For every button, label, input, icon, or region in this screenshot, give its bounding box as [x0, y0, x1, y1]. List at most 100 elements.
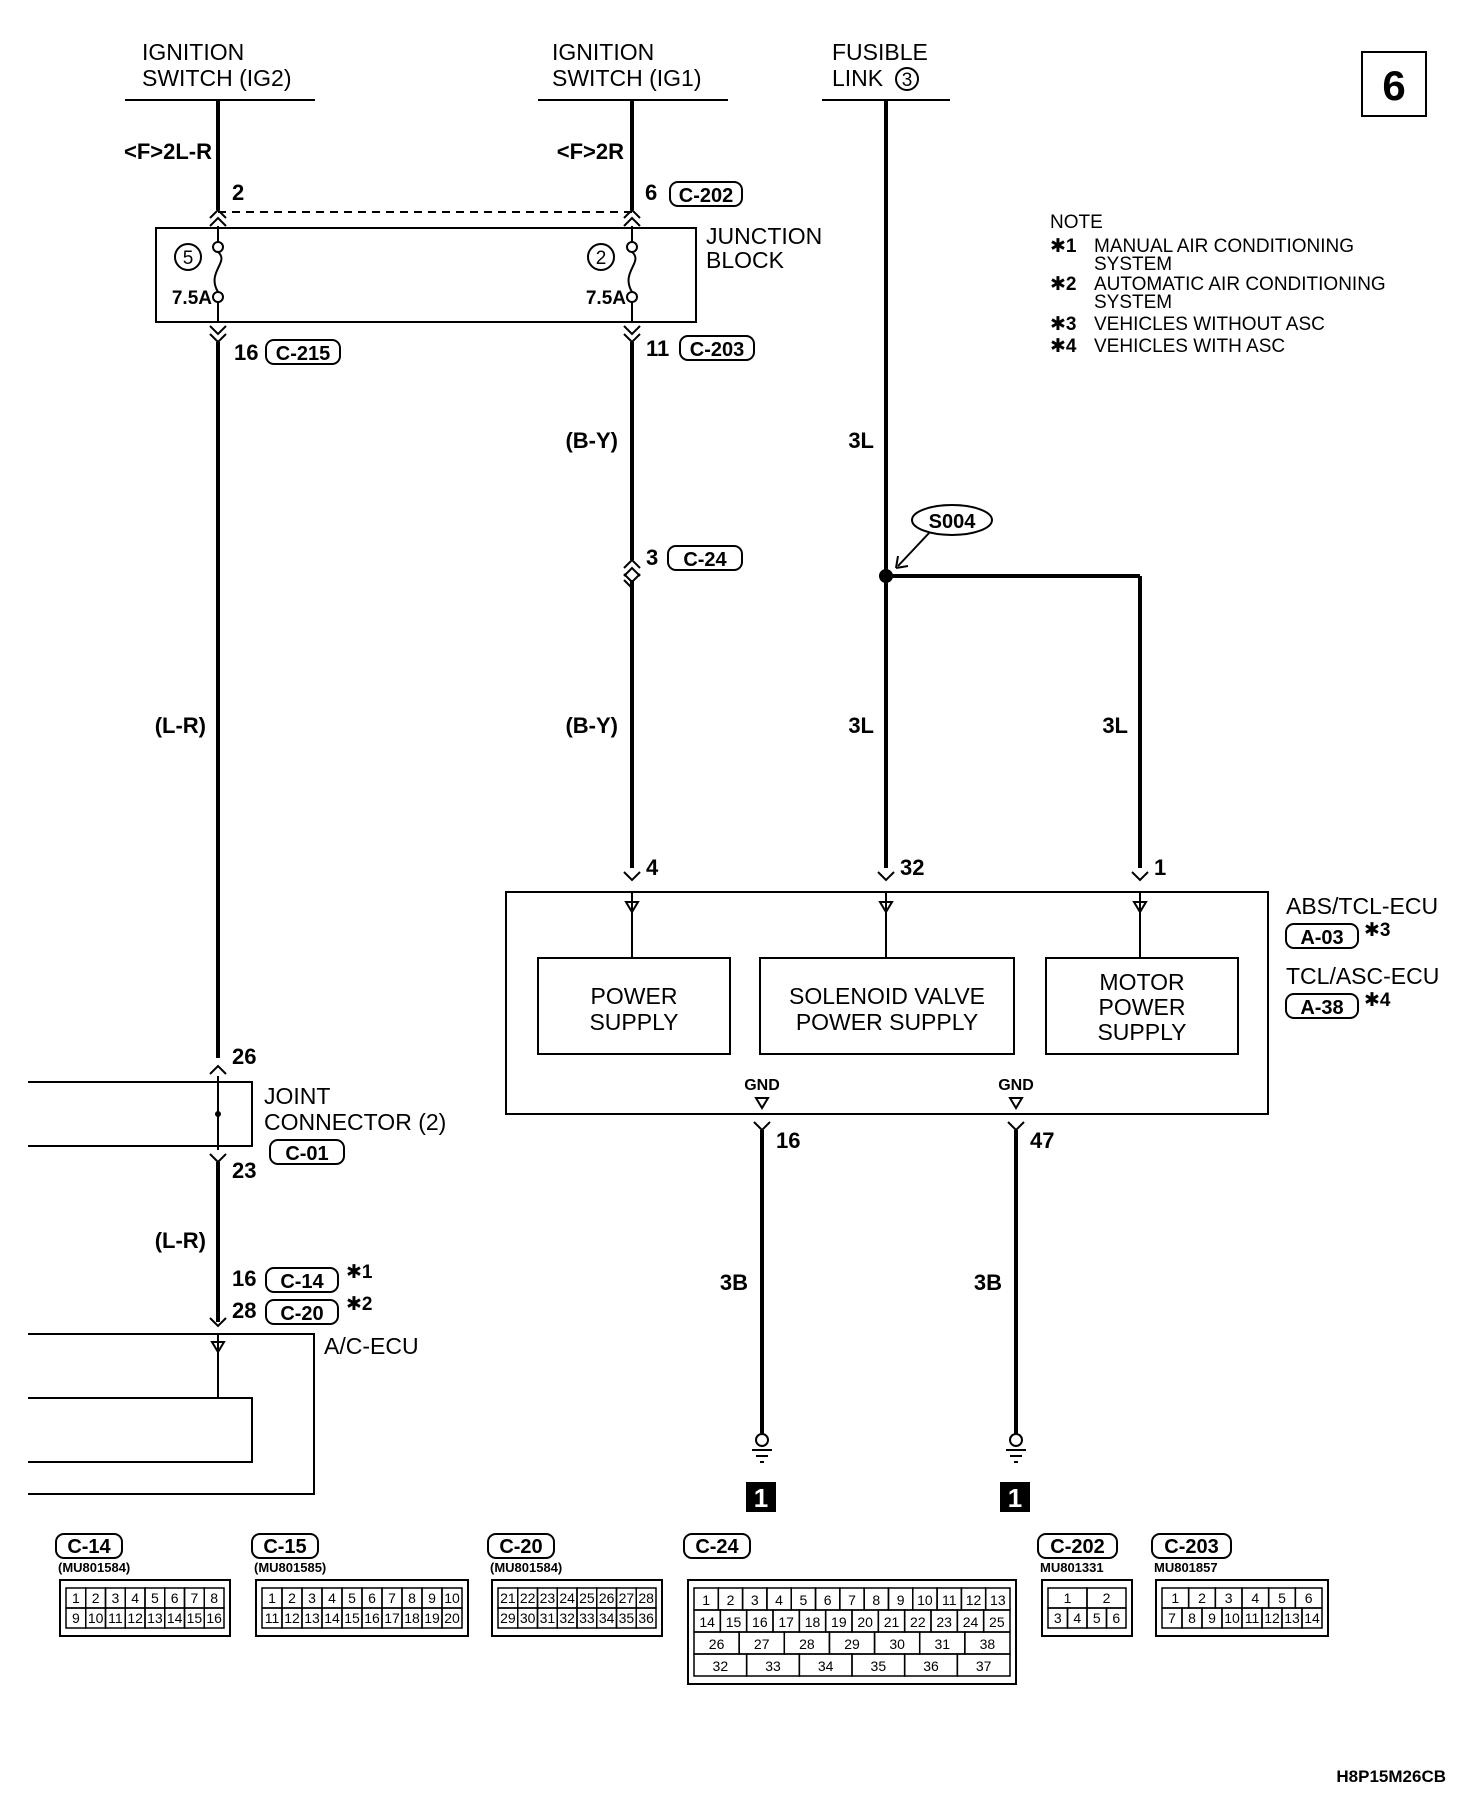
note-mark-3: ✱3 — [1050, 314, 1077, 335]
pin-label: 21 — [884, 1614, 900, 1630]
pin-label: 23 — [540, 1590, 556, 1606]
note-item-2-line1: AUTOMATIC AIR CONDITIONING — [1094, 274, 1386, 295]
note-item-2-line2: SYSTEM — [1094, 292, 1172, 313]
pin-label: 20 — [444, 1610, 460, 1626]
fusible-label-line2: LINK — [832, 65, 884, 91]
pin-cell — [956, 1653, 1011, 1677]
ig2-label-line2: SWITCH (IG2) — [142, 65, 292, 91]
fusible-link: FUSIBLE LINK 3 — [822, 39, 950, 101]
note-mark-2: ✱2 — [1050, 274, 1077, 295]
pin-label: 8 — [872, 1592, 880, 1608]
note-item-1-line1: MANUAL AIR CONDITIONING — [1094, 236, 1354, 257]
pin-label: 19 — [424, 1610, 440, 1626]
pin-label: 38 — [980, 1636, 996, 1652]
triangle-icon — [210, 1341, 226, 1354]
pin-label: 8 — [210, 1590, 218, 1606]
pin-label: 16 — [364, 1610, 380, 1626]
pin-label: 17 — [778, 1614, 794, 1630]
fuse-left-rating: 7.5A — [172, 288, 212, 309]
pin-label: 14 — [324, 1610, 340, 1626]
ecu-conn-1-tag: A-03 — [1285, 923, 1359, 949]
note-item-3-line1: VEHICLES WITHOUT ASC — [1094, 314, 1325, 335]
motor-supply-line1: MOTOR — [1099, 969, 1184, 995]
left-wire-color-2: (L-R) — [155, 1228, 206, 1253]
pin-label: 30 — [889, 1636, 905, 1652]
pin-label: 6 — [1305, 1590, 1313, 1606]
solenoid-supply-line1: SOLENOID VALVE — [789, 983, 985, 1009]
pin-label: 7 — [1168, 1610, 1176, 1626]
ig1-connector-code: C-202 — [679, 185, 733, 207]
pin-label: 12 — [966, 1592, 982, 1608]
c203-tag: C-203 — [679, 335, 755, 361]
pin-label: 4 — [131, 1590, 139, 1606]
ecu-pin-power: 4 — [646, 855, 659, 880]
pin-label: 4 — [775, 1592, 783, 1608]
pin-label: 16 — [752, 1614, 768, 1630]
fuse-left-number-circle-icon — [174, 243, 202, 271]
arrow-icon — [895, 555, 909, 569]
ground-tag-left: 1 — [754, 1483, 768, 1513]
pin-label: 11 — [1245, 1610, 1260, 1626]
pin-label: 10 — [917, 1592, 933, 1608]
connector-part-number: (MU801585) — [254, 1560, 326, 1575]
pin-label: 26 — [709, 1636, 725, 1652]
pin-label: 25 — [989, 1614, 1005, 1630]
connector-code: C-24 — [695, 1536, 739, 1558]
note-title: NOTE — [1050, 212, 1103, 233]
triangle-icon — [754, 1097, 770, 1110]
ig1-connector-tag: C-202 — [669, 181, 743, 207]
pin-label: 6 — [368, 1590, 376, 1606]
solenoid-supply-line2: POWER SUPPLY — [796, 1009, 978, 1035]
pin-label: 7 — [388, 1590, 396, 1606]
pin-label: 33 — [765, 1658, 781, 1674]
pin-label: 24 — [559, 1590, 575, 1606]
pin-label: 10 — [444, 1590, 460, 1606]
fusible-circled-number: 3 — [902, 70, 913, 91]
pin-label: 4 — [1073, 1610, 1081, 1626]
joint-pin-in: 26 — [232, 1044, 256, 1069]
pin-label: 23 — [936, 1614, 952, 1630]
ground-tag-right: 1 — [1008, 1483, 1022, 1513]
pin-label: 8 — [1188, 1610, 1196, 1626]
splice-dot-icon — [879, 569, 893, 583]
pin-label: 29 — [500, 1610, 516, 1626]
ac-conn-b: C-20 — [280, 1303, 323, 1325]
pin-label: 1 — [72, 1590, 80, 1606]
fuse-left-number: 5 — [183, 248, 194, 269]
ac-ecu: A/C-ECU — [28, 1333, 419, 1495]
ecu-pin-solenoid: 32 — [900, 855, 924, 880]
pin-label: 27 — [619, 1590, 635, 1606]
fuse-left: 5 7.5A — [172, 226, 224, 322]
pin-label: 5 — [1093, 1610, 1101, 1626]
pin-label: 9 — [897, 1592, 905, 1608]
pin-label: 5 — [799, 1592, 807, 1608]
pin-label: 18 — [805, 1614, 821, 1630]
pin-label: 11 — [108, 1610, 123, 1626]
pin-label: 8 — [408, 1590, 416, 1606]
c215-tag: C-215 — [265, 339, 341, 365]
pin-label: 24 — [963, 1614, 979, 1630]
connector-part-number: (MU801584) — [490, 1560, 562, 1575]
pin-label: 9 — [72, 1610, 80, 1626]
pin-label: 37 — [976, 1658, 992, 1674]
chevron-icon — [209, 1064, 227, 1075]
pin-label: 18 — [404, 1610, 420, 1626]
note-block: NOTE ✱1 MANUAL AIR CONDITIONING SYSTEM ✱… — [1050, 212, 1386, 357]
pin-label: 14 — [1304, 1610, 1320, 1626]
triangle-icon — [1132, 901, 1148, 914]
ac-ecu-name: A/C-ECU — [324, 1333, 419, 1359]
ig2-pin: 2 — [232, 180, 244, 205]
note-item-1-line2: SYSTEM — [1094, 254, 1172, 275]
pin-label: 4 — [1251, 1590, 1259, 1606]
pin-label: 14 — [699, 1614, 715, 1630]
ignition-switch-ig2: IGNITION SWITCH (IG2) — [125, 39, 315, 101]
chevron-icon — [623, 871, 641, 882]
ground-symbol-right: 1 — [1000, 1433, 1030, 1513]
pin-label: 29 — [844, 1636, 860, 1652]
pin-label: 30 — [520, 1610, 536, 1626]
connector-code: C-15 — [263, 1536, 306, 1558]
triangle-icon — [878, 901, 894, 914]
pin-label: 5 — [1278, 1590, 1286, 1606]
